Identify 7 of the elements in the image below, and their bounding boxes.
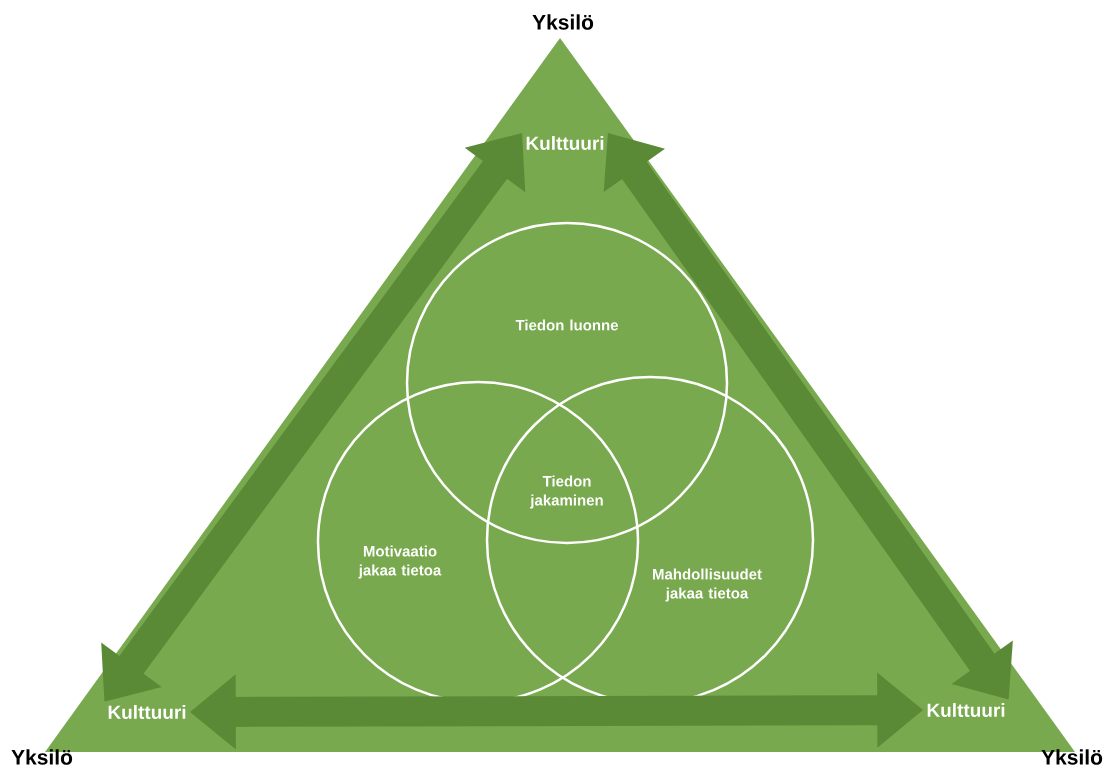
corner-label: Kulttuuri	[108, 705, 186, 719]
text-label: Yksilö	[532, 14, 594, 30]
text-label: Yksilö	[1041, 749, 1103, 765]
text-label: Tiedon jakaminen	[530, 475, 603, 509]
text-label: Yksilö	[11, 749, 73, 765]
corner-label: Kulttuuri	[526, 136, 604, 150]
corner-label: Kulttuuri	[927, 703, 1005, 717]
